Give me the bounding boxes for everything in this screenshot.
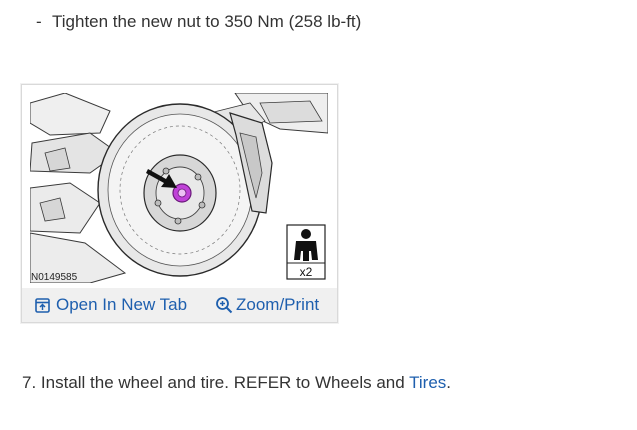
zoom-in-icon (216, 297, 233, 314)
step-7: 7. Install the wheel and tire. REFER to … (22, 372, 451, 394)
open-in-new-tab-icon (35, 297, 50, 313)
instruction-text: Tighten the new nut to 350 Nm (258 lb-ft… (52, 12, 362, 31)
step-7-text: Install the wheel and tire. REFER to Whe… (40, 373, 405, 392)
figure-action-bar: Open In New Tab Zoom/Print (22, 288, 337, 322)
open-in-new-tab-button[interactable]: Open In New Tab (35, 294, 187, 316)
brake-rotor-illustration: x2 (30, 93, 328, 283)
tires-link[interactable]: Tires (409, 373, 447, 392)
step-7-number: 7. (22, 373, 37, 392)
personnel-badge: x2 (286, 224, 326, 280)
zoom-print-button[interactable]: Zoom/Print (215, 294, 319, 316)
zoom-print-label: Zoom/Print (236, 295, 320, 314)
personnel-count: x2 (300, 265, 313, 279)
bullet-marker: - (36, 12, 42, 31)
figure-card: x2 N0149585 Open In New Tab Zoom/Print (21, 84, 338, 323)
open-in-new-tab-label: Open In New Tab (56, 295, 188, 314)
step-7-period: . (446, 373, 452, 392)
figure-id: N0149585 (31, 272, 78, 283)
instruction-bullet: -Tighten the new nut to 350 Nm (258 lb-f… (36, 11, 361, 33)
